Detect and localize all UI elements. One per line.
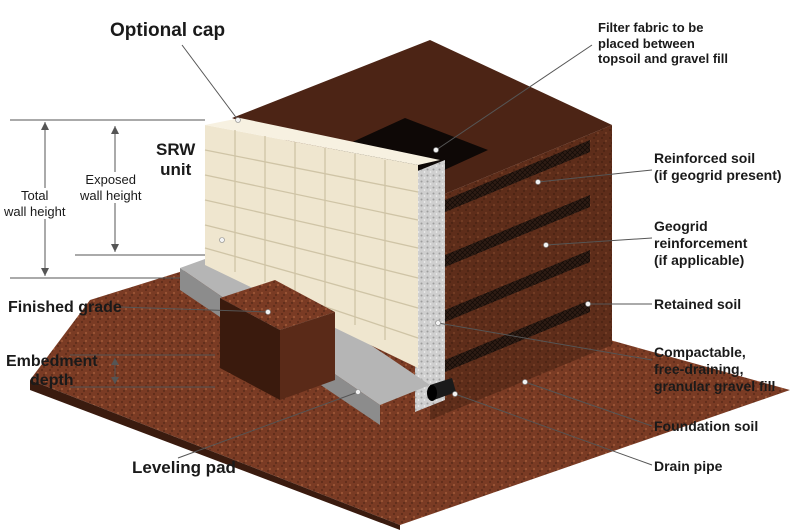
geogrid-line-2: reinforcement <box>654 234 748 251</box>
compactable-line-2: free-draining, <box>654 360 744 377</box>
finished-grade-side <box>280 312 335 400</box>
label-leveling-pad: Leveling pad <box>132 458 236 477</box>
total-wall-height-line-1: Total <box>20 188 49 203</box>
exposed-wall-height-line-2: wall height <box>80 187 142 203</box>
label-geogrid: Geogrid reinforcement (if applicable) <box>654 218 747 268</box>
label-reinforced-soil: Reinforced soil (if geogrid present) <box>654 150 782 184</box>
srw-unit-line-1: SRW <box>156 140 196 159</box>
label-foundation-soil: Foundation soil <box>654 418 759 434</box>
geogrid-line-3: (if applicable) <box>654 251 745 268</box>
label-filter-fabric: Filter fabric to be placed between topso… <box>598 20 728 67</box>
label-srw-unit: SRW unit <box>156 140 195 181</box>
reinforced-soil-line-1: Reinforced soil <box>654 150 756 166</box>
dimension-arrows <box>41 122 119 384</box>
filter-fabric-line-2: placed between <box>598 35 695 51</box>
finished-grade-top <box>220 280 335 330</box>
label-retained-soil: Retained soil <box>654 296 742 312</box>
embedment-depth-line-2: depth <box>30 372 74 390</box>
geogrid-layer-3 <box>445 250 590 322</box>
label-exposed-wall-height: Exposed wall height <box>80 172 142 204</box>
geogrid-layer-1 <box>445 140 590 212</box>
embedment-depth-line-1: Embedment <box>6 353 98 370</box>
reinforced-soil-line-2: (if geogrid present) <box>654 166 782 183</box>
filter-fabric-line-1: Filter fabric to be <box>598 20 704 35</box>
retained-soil-top <box>232 40 612 200</box>
compactable-line-3: granular gravel fill <box>654 377 776 394</box>
filter-fabric-line-3: topsoil and gravel fill <box>598 51 729 67</box>
gravel-fill <box>415 160 445 412</box>
label-embedment-depth: Embedment depth <box>6 352 98 390</box>
label-compactable-fill: Compactable, free-draining, granular gra… <box>654 344 775 394</box>
geogrid-layer-4 <box>445 300 590 372</box>
label-total-wall-height: Total wall height <box>4 188 66 220</box>
exposed-wall-height-line-1: Exposed <box>85 172 137 187</box>
geogrid-layer-2 <box>445 195 590 267</box>
foundation-soil-shade <box>30 380 400 530</box>
srw-wall-top <box>205 118 440 165</box>
total-wall-height-line-2: wall height <box>4 203 66 219</box>
compactable-line-1: Compactable, <box>654 344 746 360</box>
drain-pipe-end <box>427 385 437 401</box>
geogrid-line-1: Geogrid <box>654 218 708 234</box>
filter-fabric-opening <box>335 118 488 182</box>
label-finished-grade: Finished grade <box>8 299 122 316</box>
leader-dots <box>219 117 591 397</box>
finished-grade-front <box>220 298 280 400</box>
leader-lines <box>119 44 653 466</box>
label-drain-pipe: Drain pipe <box>654 458 723 474</box>
label-optional-cap: Optional cap <box>110 20 226 41</box>
srw-unit-line-2: unit <box>160 160 192 180</box>
